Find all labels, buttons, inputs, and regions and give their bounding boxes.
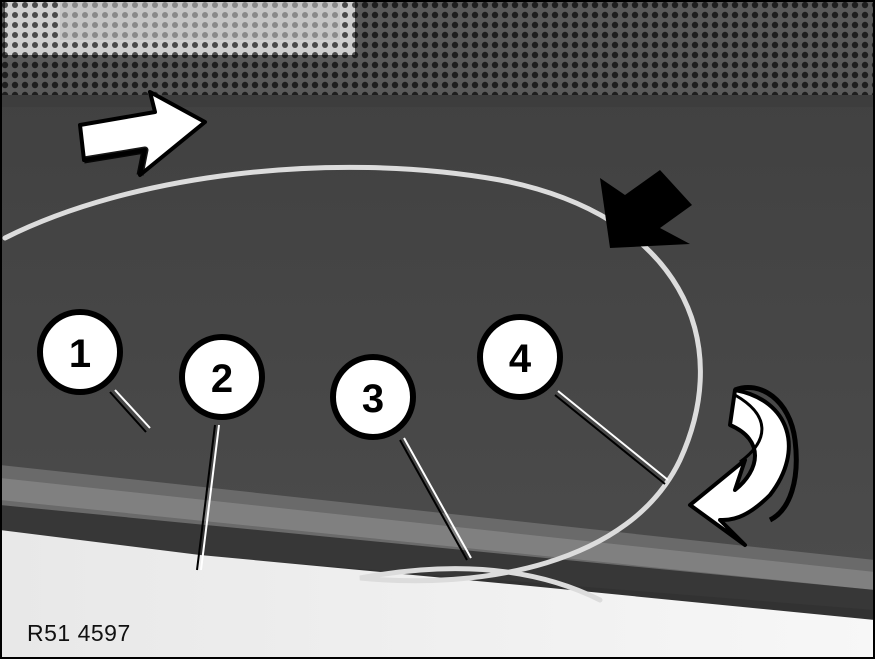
pointer-arrow-icon [600,170,692,248]
rotate-arrow-icon [688,384,799,547]
callout-leaders [109,389,669,571]
car-body [0,530,875,659]
leader-1 [109,391,147,433]
callout-3: 3 [330,354,416,440]
leader-3 [399,439,468,561]
callout-1: 1 [37,309,123,395]
svg-text:3: 3 [362,377,384,421]
figure-reference-code: R51 4597 [27,620,131,646]
cutting-wire [2,164,703,603]
svg-text:2: 2 [211,357,233,401]
leader-2 [196,424,216,571]
frit-band [0,0,875,107]
svg-text:1: 1 [69,332,91,376]
leader-4 [554,394,666,485]
callout-2: 2 [179,334,265,420]
svg-text:4: 4 [509,337,532,381]
callout-4: 4 [477,314,563,400]
